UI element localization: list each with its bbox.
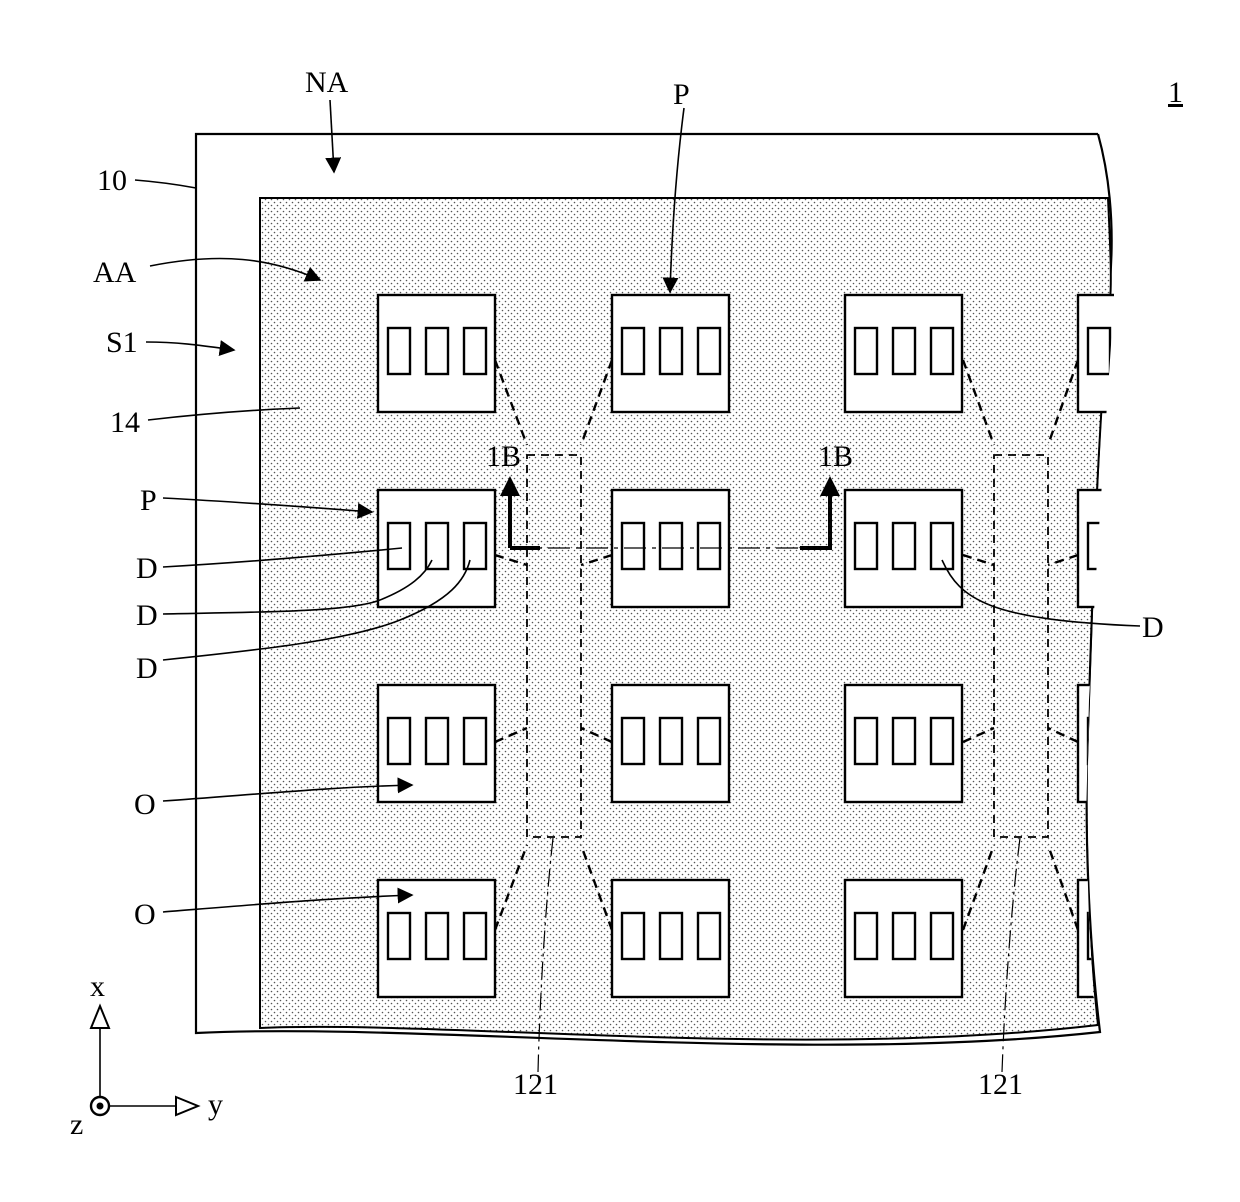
sub-pixel-d [1126, 913, 1148, 959]
sub-pixel-d [1126, 328, 1148, 374]
sub-pixel-d [622, 328, 644, 374]
sub-pixel-d [1164, 718, 1186, 764]
sub-pixel-d [660, 718, 682, 764]
sub-pixel-d [426, 718, 448, 764]
sub-pixel-d [1126, 523, 1148, 569]
label-d-right: D [1142, 611, 1164, 644]
sub-pixel-d [660, 328, 682, 374]
pixel-unit [612, 685, 729, 802]
pixel-unit [1078, 685, 1195, 802]
sub-pixel-d [464, 328, 486, 374]
sub-pixel-d [464, 718, 486, 764]
pixel-unit [1078, 490, 1195, 607]
axis-label-z: z [70, 1108, 83, 1141]
sub-pixel-d [931, 328, 953, 374]
axis-label-y: y [208, 1088, 223, 1121]
sub-pixel-d [464, 913, 486, 959]
sub-pixel-d [622, 523, 644, 569]
sub-pixel-d [698, 718, 720, 764]
label-121-right: 121 [978, 1068, 1023, 1101]
sub-pixel-d [1164, 523, 1186, 569]
sub-pixel-d [464, 523, 486, 569]
sub-pixel-d [698, 523, 720, 569]
sub-pixel-d [1164, 913, 1186, 959]
label-aa: AA [93, 256, 137, 289]
sub-pixel-d [388, 913, 410, 959]
sub-pixel-d [855, 328, 877, 374]
pixel-unit [845, 490, 962, 607]
sub-pixel-d [1088, 523, 1110, 569]
pixel-unit [378, 295, 495, 412]
sub-pixel-d [622, 718, 644, 764]
sub-pixel-d [698, 913, 720, 959]
pixel-unit [845, 295, 962, 412]
sub-pixel-d [388, 718, 410, 764]
pixel-unit [845, 685, 962, 802]
label-o-1: O [134, 788, 156, 821]
sub-pixel-d [660, 523, 682, 569]
pixel-unit [1078, 295, 1195, 412]
pixel-unit [845, 880, 962, 997]
label-10: 10 [97, 164, 127, 197]
sub-pixel-d [698, 328, 720, 374]
sub-pixel-d [931, 718, 953, 764]
sub-pixel-d [855, 523, 877, 569]
pixel-unit [612, 295, 729, 412]
sub-pixel-d [426, 328, 448, 374]
sub-pixel-d [660, 913, 682, 959]
pixel-unit [378, 685, 495, 802]
label-1b-left: 1B [486, 440, 521, 473]
label-d-3: D [136, 652, 158, 685]
sub-pixel-d [893, 523, 915, 569]
label-d-2: D [136, 599, 158, 632]
label-p-left: P [140, 484, 157, 517]
sub-pixel-d [388, 523, 410, 569]
pixel-unit [378, 880, 495, 997]
coordinate-axes [91, 1006, 198, 1115]
sub-pixel-d [1088, 718, 1110, 764]
label-na: NA [305, 66, 349, 99]
label-d-1: D [136, 552, 158, 585]
label-s1: S1 [106, 326, 138, 359]
sub-pixel-d [1126, 718, 1148, 764]
sub-pixel-d [931, 913, 953, 959]
sub-pixel-d [622, 913, 644, 959]
sub-pixel-d [426, 523, 448, 569]
sub-pixel-d [893, 913, 915, 959]
label-o-2: O [134, 898, 156, 931]
sub-pixel-d [855, 913, 877, 959]
pixel-unit [612, 880, 729, 997]
sub-pixel-d [426, 913, 448, 959]
sub-pixel-d [1088, 328, 1110, 374]
sub-pixel-d [893, 328, 915, 374]
axis-label-x: x [90, 970, 105, 1003]
figure-number: 1 [1168, 76, 1183, 109]
pixel-frame [1078, 685, 1195, 802]
sub-pixel-d [1164, 328, 1186, 374]
label-14: 14 [110, 406, 140, 439]
sub-pixel-d [931, 523, 953, 569]
sub-pixel-d [855, 718, 877, 764]
sub-pixel-d [893, 718, 915, 764]
label-121-left: 121 [513, 1068, 558, 1101]
sub-pixel-d [388, 328, 410, 374]
label-1b-right: 1B [818, 440, 853, 473]
label-p-top: P [673, 78, 690, 111]
